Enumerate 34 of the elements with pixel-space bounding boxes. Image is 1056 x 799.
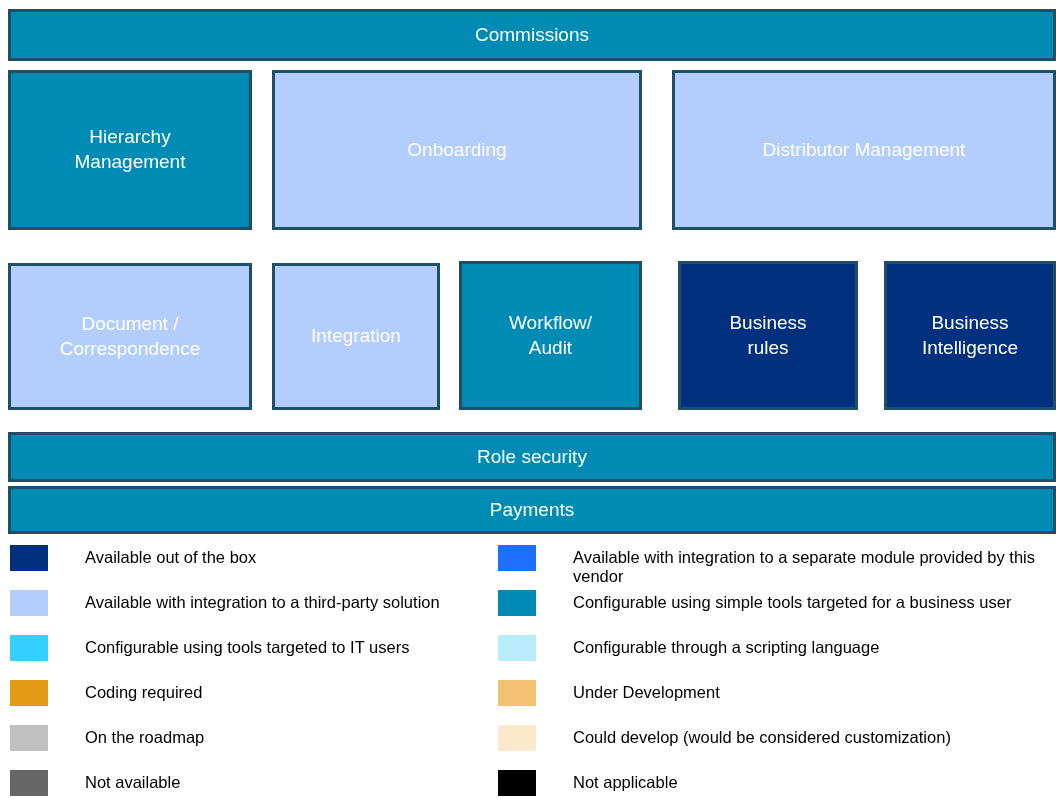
legend-text: Under Development bbox=[573, 683, 721, 702]
module-label: Onboarding bbox=[407, 137, 507, 162]
module-label: Role security bbox=[477, 444, 587, 469]
module-box bbox=[8, 70, 252, 230]
legend-text: Configurable using tools targeted to IT users bbox=[85, 638, 411, 657]
module-label: Commissions bbox=[475, 22, 589, 47]
module-label: Workflow/ Audit bbox=[507, 310, 594, 360]
module-label: Payments bbox=[489, 497, 575, 522]
module-box bbox=[8, 9, 1056, 61]
legend-text: Not applicable bbox=[573, 773, 679, 792]
legend-text: Available with integration to a separate module provided by this vendor bbox=[573, 548, 1036, 586]
legend-text: Configurable using simple tools targeted for a business user bbox=[573, 593, 1013, 612]
module-box bbox=[678, 261, 858, 410]
module-label: Business rules bbox=[728, 310, 808, 360]
module-label: Business Intelligence bbox=[920, 310, 1020, 360]
module-label: Distributor Management bbox=[762, 137, 966, 162]
module-box bbox=[459, 261, 642, 410]
module-box bbox=[672, 70, 1056, 230]
legend-text: On the roadmap bbox=[85, 728, 206, 747]
module-box bbox=[8, 486, 1056, 534]
module-label: Hierarchy Management bbox=[73, 125, 187, 174]
module-label: Document / Correspondence bbox=[58, 311, 202, 361]
legend-text: Coding required bbox=[85, 683, 204, 702]
legend-text: Configurable through a scripting language bbox=[573, 638, 881, 657]
legend-text: Available with integration to a third-party solution bbox=[85, 593, 441, 612]
legend-text: Could develop (would be considered customization) bbox=[573, 728, 952, 747]
legend-text: Not available bbox=[85, 773, 182, 792]
module-label: Integration bbox=[311, 324, 401, 349]
legend-text: Available out of the box bbox=[85, 548, 258, 567]
module-box bbox=[8, 263, 252, 410]
module-box bbox=[272, 263, 440, 410]
module-box bbox=[272, 70, 642, 230]
module-box bbox=[8, 432, 1056, 482]
module-box bbox=[884, 261, 1056, 410]
